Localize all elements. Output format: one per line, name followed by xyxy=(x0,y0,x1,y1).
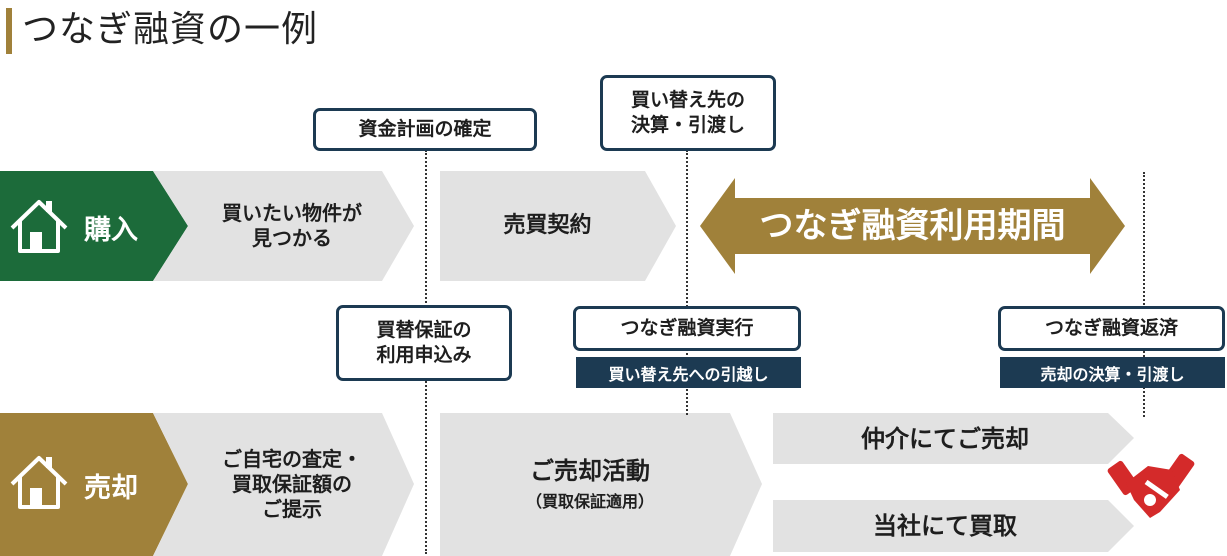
period-label: つなぎ融資利用期間 xyxy=(759,205,1066,246)
sale-step1-line2: 買取保証額の xyxy=(232,471,352,496)
purchase-step1-line1: 買いたい物件が xyxy=(222,201,362,225)
guarantee-line1: 買替保証の xyxy=(376,319,472,342)
sale-step2-title: ご売却活動 xyxy=(530,457,650,485)
sale-label: 売却 xyxy=(84,473,138,504)
period-double-arrow xyxy=(700,178,1125,274)
page-title: つなぎ融資の一例 xyxy=(22,9,319,50)
handshake-icon xyxy=(1107,453,1195,518)
sale-step1-text: ご自宅の査定・ 買取保証額の ご提示 xyxy=(192,418,392,550)
purchase-label-arrow xyxy=(0,171,188,281)
sale-step2-text: ご売却活動 （買取保証適用） xyxy=(440,418,740,550)
milestone-plan: 資金計画の確定 xyxy=(313,108,537,151)
sale-step2-arrow xyxy=(440,413,762,556)
milestone-guarantee: 買替保証の 利用申込み xyxy=(336,305,512,381)
sale-step1-arrow xyxy=(153,413,414,556)
sale-label-arrow xyxy=(0,413,188,556)
purchase-step2-text: 売買契約 xyxy=(503,213,592,239)
buy-settle-line2: 決算・引渡し xyxy=(630,114,745,136)
settle-dotted-line xyxy=(686,150,688,415)
house-icon xyxy=(10,456,68,509)
sale-option1-text: 仲介にてご売却 xyxy=(861,424,1029,453)
title-accent-bar xyxy=(6,8,12,54)
sale-step2-sub: （買取保証適用） xyxy=(525,492,654,511)
purchase-label: 購入 xyxy=(84,215,138,246)
purchase-step1-text: 買いたい物件が 見つかる xyxy=(192,175,392,277)
sale-option2-arrow xyxy=(773,500,1134,552)
buy-settle-line1: 買い替え先の xyxy=(630,89,745,112)
milestone-loan-repay: つなぎ融資返済 xyxy=(998,306,1225,351)
sale-step1-line3: ご提示 xyxy=(262,496,322,521)
purchase-step2-arrow xyxy=(440,171,676,281)
milestone-buy-settle: 買い替え先の 決算・引渡し xyxy=(600,75,776,151)
sale-option1-arrow xyxy=(773,413,1134,464)
loan-repay-band: 売却の決算・引渡し xyxy=(1000,357,1225,388)
milestone-loan-exec: つなぎ融資実行 xyxy=(573,306,801,351)
house-icon xyxy=(10,200,68,253)
guarantee-line2: 利用申込み xyxy=(376,344,472,366)
purchase-step1-arrow xyxy=(153,171,414,281)
repay-dotted-line xyxy=(1143,172,1145,417)
sale-option2-text: 当社にて買取 xyxy=(873,512,1017,540)
sale-step1-line1: ご自宅の査定・ xyxy=(222,446,362,471)
loan-exec-band: 買い替え先への引越し xyxy=(576,357,801,388)
purchase-step1-line2: 見つかる xyxy=(252,226,332,250)
